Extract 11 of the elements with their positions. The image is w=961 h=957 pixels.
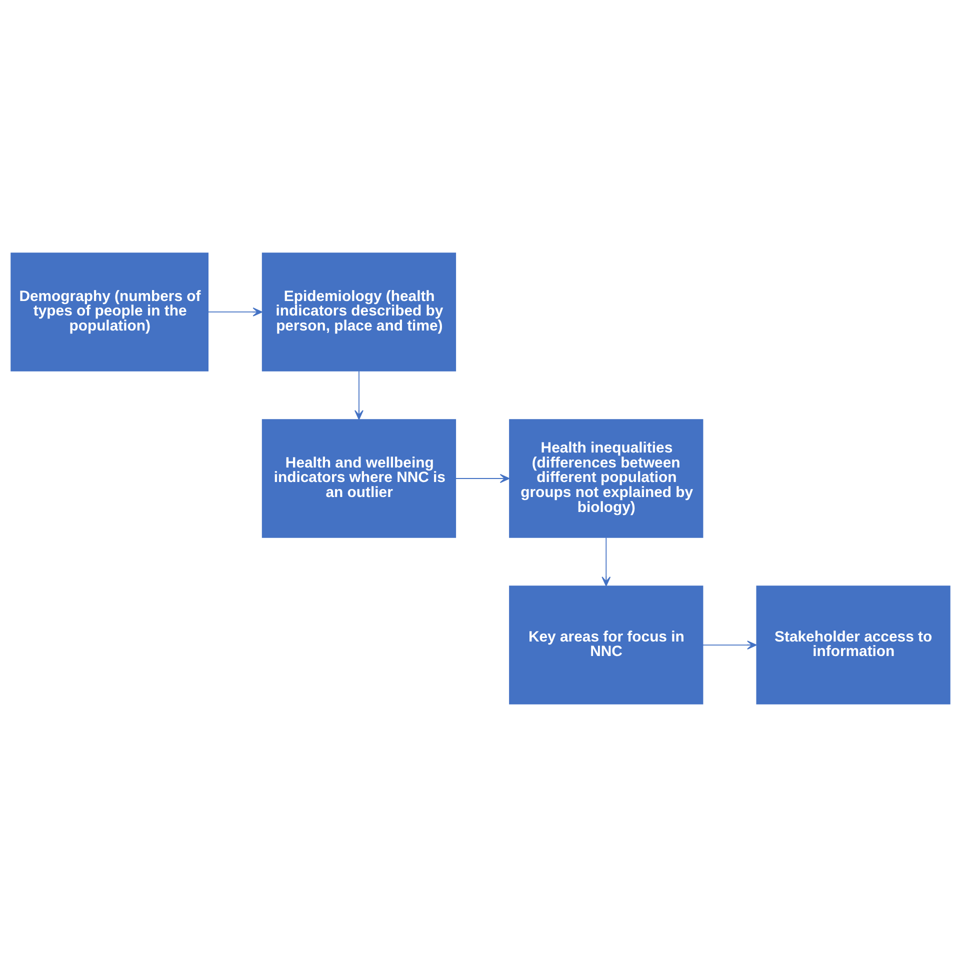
node-box: Health inequalities (differences between different population groups not explained by biology) xyxy=(509,419,704,538)
node-box: Epidemiology (health indicators described by person, place and time) xyxy=(262,252,456,372)
node-box: Key areas for focus in NNC xyxy=(509,586,704,704)
arrow xyxy=(455,474,510,483)
node-box: Health and wellbeing indicators where NNC is an outlier xyxy=(262,419,456,538)
node-box: Demography (numbers of types of people in the population) xyxy=(10,252,208,372)
arrow xyxy=(354,370,364,420)
node-box: Stakeholder access to information xyxy=(756,586,950,704)
arrow xyxy=(602,537,611,586)
arrow xyxy=(208,308,263,316)
arrow xyxy=(702,640,757,650)
